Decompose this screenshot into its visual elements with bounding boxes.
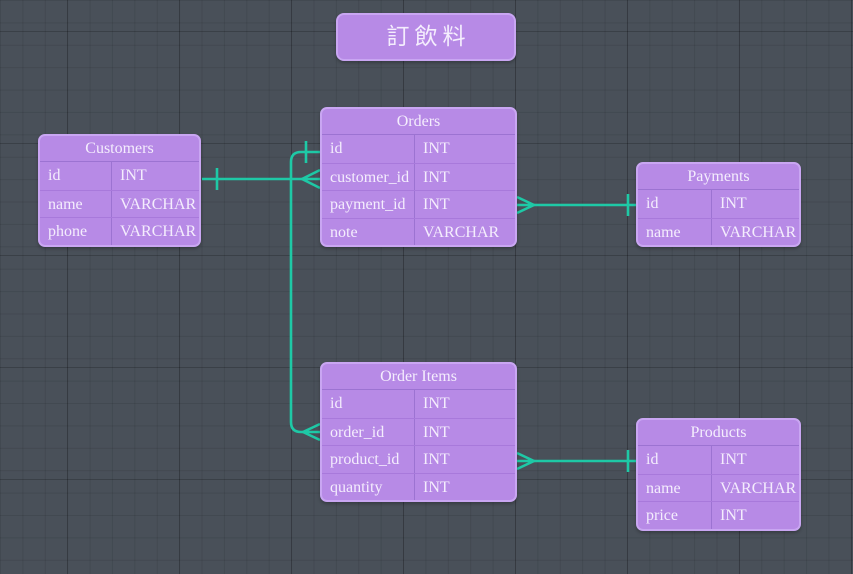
relationship-payments-orders xyxy=(516,194,636,216)
table-row: payment_id INT xyxy=(322,190,515,218)
table-row: id INT xyxy=(638,190,799,218)
attribute-type: VARCHAR xyxy=(111,190,199,217)
crow-foot-many-icon xyxy=(516,195,536,215)
entity-order-items[interactable]: Order Items id INT order_id INT product_… xyxy=(320,362,517,502)
table-row: phone VARCHAR xyxy=(40,217,199,245)
crow-foot-many-icon xyxy=(301,422,321,442)
attribute-name: note xyxy=(330,223,358,241)
entity-customers-title: Customers xyxy=(40,136,199,162)
attribute-name: id xyxy=(48,167,61,184)
attribute-type: INT xyxy=(414,418,515,445)
attribute-name: id xyxy=(330,140,343,157)
entity-orders-title: Orders xyxy=(322,109,515,135)
table-row: price INT xyxy=(638,501,799,529)
attribute-type: VARCHAR xyxy=(711,218,799,245)
table-row: name VARCHAR xyxy=(40,189,199,217)
entity-payments-title: Payments xyxy=(638,164,799,190)
table-row: id INT xyxy=(40,162,199,190)
attribute-type: INT xyxy=(414,191,515,218)
attribute-type: INT xyxy=(414,473,515,500)
attribute-name: id xyxy=(330,395,343,412)
attribute-name: phone xyxy=(48,223,88,240)
table-row: order_id INT xyxy=(322,417,515,445)
attribute-name: order_id xyxy=(330,423,385,441)
attribute-name: name xyxy=(646,479,681,497)
crow-foot-many-icon xyxy=(300,168,321,190)
diagram-title: 訂飲料 xyxy=(386,24,471,49)
attribute-type: VARCHAR xyxy=(711,474,799,501)
attribute-type: INT xyxy=(711,502,799,529)
attribute-type: INT xyxy=(711,190,799,218)
entity-orders[interactable]: Orders id INT customer_id INT payment_id… xyxy=(320,107,517,247)
relationship-products-order-items xyxy=(516,450,636,472)
attribute-type: INT xyxy=(414,135,515,163)
attribute-type: VARCHAR xyxy=(111,218,199,245)
attribute-name: id xyxy=(646,195,659,212)
entity-payments[interactable]: Payments id INT name VARCHAR xyxy=(636,162,801,247)
table-row: customer_id INT xyxy=(322,162,515,190)
attribute-name: customer_id xyxy=(330,168,410,186)
attribute-type: VARCHAR xyxy=(414,218,515,245)
table-row: name VARCHAR xyxy=(638,217,799,245)
attribute-name: id xyxy=(646,451,659,468)
table-row: name VARCHAR xyxy=(638,473,799,501)
table-row: product_id INT xyxy=(322,445,515,473)
crow-foot-many-icon xyxy=(516,451,536,471)
relationship-customers-orders xyxy=(202,168,321,190)
attribute-name: name xyxy=(646,223,681,241)
relationship-line xyxy=(289,150,320,434)
attribute-type: INT xyxy=(111,162,199,190)
attribute-type: INT xyxy=(414,446,515,473)
entity-products-title: Products xyxy=(638,420,799,446)
attribute-name: price xyxy=(646,507,678,524)
entity-products[interactable]: Products id INT name VARCHAR price INT xyxy=(636,418,801,531)
attribute-type: INT xyxy=(414,163,515,190)
attribute-name: payment_id xyxy=(330,196,406,213)
table-row: quantity INT xyxy=(322,472,515,500)
attribute-name: name xyxy=(48,195,83,213)
table-row: id INT xyxy=(322,135,515,163)
diagram-title-node[interactable]: 訂飲料 xyxy=(336,13,516,61)
attribute-type: INT xyxy=(414,390,515,418)
entity-order-items-title: Order Items xyxy=(322,364,515,390)
relationship-orders-order-items xyxy=(289,141,321,442)
table-row: id INT xyxy=(638,446,799,474)
table-row: note VARCHAR xyxy=(322,217,515,245)
attribute-name: product_id xyxy=(330,451,400,468)
attribute-type: INT xyxy=(711,446,799,474)
attribute-name: quantity xyxy=(330,478,383,496)
entity-customers[interactable]: Customers id INT name VARCHAR phone VARC… xyxy=(38,134,201,247)
table-row: id INT xyxy=(322,390,515,418)
